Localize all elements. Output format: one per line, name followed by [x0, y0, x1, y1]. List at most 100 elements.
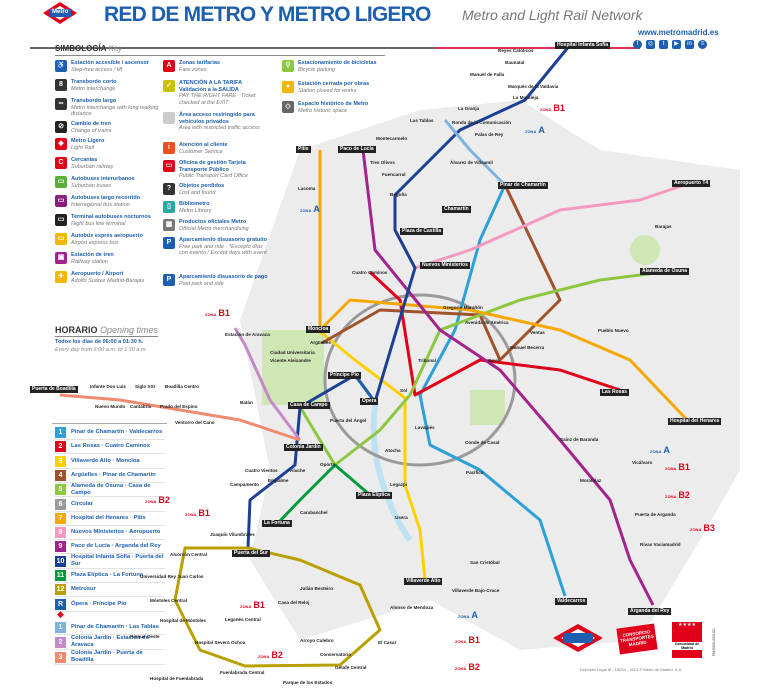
station-label[interactable]: Paco de Lucía	[338, 146, 376, 153]
facebook-icon[interactable]: f	[633, 40, 642, 49]
spotify-icon[interactable]: ≡	[698, 40, 707, 49]
station-label[interactable]: Montecarmelo	[376, 136, 408, 141]
station-label[interactable]: Atocha	[385, 448, 401, 453]
station-label[interactable]: Valdecarros	[555, 598, 588, 605]
station-label[interactable]: Avenida de América	[465, 320, 509, 325]
station-label[interactable]: Palas de Rey	[475, 132, 504, 137]
station-label[interactable]: Batán	[240, 400, 253, 405]
station-label[interactable]: Casa de Campo	[288, 402, 330, 409]
station-label[interactable]: Pueblo Nuevo	[598, 328, 629, 333]
station-label[interactable]: Alonso de Mendoza	[390, 605, 434, 610]
station-label[interactable]: Moratalaz	[580, 478, 602, 483]
station-label[interactable]: Argüelles	[310, 340, 331, 345]
station-label[interactable]: Empalme	[268, 478, 289, 483]
station-label[interactable]: Goya	[488, 358, 500, 363]
station-label[interactable]: Puerta del Ángel	[330, 418, 367, 423]
station-label[interactable]: Plaza de Castilla	[400, 228, 444, 235]
station-label[interactable]: La Fortuna	[262, 520, 292, 527]
station-label[interactable]: Vicente Aleixandre	[270, 358, 311, 363]
station-label[interactable]: Prado del Espino	[160, 404, 198, 409]
station-label[interactable]: Estación de Aravaca	[225, 332, 270, 337]
station-label[interactable]: Pacífico	[466, 470, 484, 475]
station-label[interactable]: Lacoma	[298, 186, 316, 191]
station-label[interactable]: Manuel de Falla	[470, 72, 505, 77]
station-label[interactable]: Pitis	[296, 146, 311, 153]
instagram-icon[interactable]: ◎	[646, 40, 655, 49]
station-label[interactable]: Ópera	[360, 398, 379, 405]
station-label[interactable]: La Granja	[458, 106, 480, 111]
station-label[interactable]: Marqués de la Valdavia	[508, 84, 559, 89]
station-label[interactable]: Reyes Católicos	[498, 48, 534, 53]
station-label[interactable]: Pinar de Chamartín	[498, 182, 548, 189]
station-label[interactable]: Hospital del Henares	[668, 418, 722, 425]
station-label[interactable]: La Moraleja	[513, 95, 539, 100]
station-label[interactable]: Carabanchel	[300, 510, 328, 515]
station-label[interactable]: Begoña	[390, 192, 407, 197]
station-label[interactable]: Tribunal	[418, 358, 436, 363]
station-label[interactable]: Lavapiés	[415, 425, 435, 430]
station-label[interactable]: Príncipe Pío	[328, 372, 361, 379]
station-label[interactable]: Ciudad Universitaria	[270, 350, 315, 355]
station-label[interactable]: Arroyo Culebro	[300, 638, 334, 643]
station-label[interactable]: Puerta de Boadilla	[30, 386, 78, 393]
station-label[interactable]: Siglo XXI	[135, 384, 155, 389]
station-label[interactable]: El Casar	[378, 640, 397, 645]
station-label[interactable]: Alcorcón Central	[170, 552, 208, 557]
station-label[interactable]: Cuatro Vientos	[245, 468, 278, 473]
station-label[interactable]: Sainz de Baranda	[560, 437, 599, 442]
station-label[interactable]: Gregorio Marañón	[443, 305, 483, 310]
twitter-icon[interactable]: t	[659, 40, 668, 49]
station-label[interactable]: Casa del Reloj	[278, 600, 310, 605]
station-label[interactable]: Leganés Central	[225, 617, 261, 622]
station-label[interactable]: Arganda del Rey	[628, 608, 672, 615]
station-label[interactable]: Barajas	[655, 224, 672, 229]
station-label[interactable]: Las Tablas	[410, 118, 434, 123]
station-label[interactable]: Baunatal	[505, 60, 525, 65]
station-label[interactable]: Rivas Vaciamadrid	[640, 542, 681, 547]
station-label[interactable]: Hospital de Móstoles	[160, 618, 206, 623]
station-label[interactable]: Móstoles Central	[150, 598, 188, 603]
website-link[interactable]: www.metromadrid.es	[638, 28, 719, 37]
station-label[interactable]: Parque de los Estados	[283, 680, 333, 685]
station-label[interactable]: Fuencarral	[382, 172, 406, 177]
station-label[interactable]: San Cristóbal	[470, 560, 500, 565]
station-label[interactable]: Sol	[400, 388, 408, 393]
station-label[interactable]: Manuel Becerra	[510, 345, 545, 350]
station-label[interactable]: Villaverde Alto	[404, 578, 443, 585]
station-label[interactable]: Tres Olivos	[370, 160, 395, 165]
station-label[interactable]: Ventorro del Cano	[175, 420, 215, 425]
station-label[interactable]: Moncloa	[306, 326, 331, 333]
station-label[interactable]: Cantabria	[130, 404, 152, 409]
station-label[interactable]: Joaquín Vilumbrales	[210, 532, 255, 537]
station-label[interactable]: Vicálvaro	[632, 460, 653, 465]
station-label[interactable]: Conservatorio	[320, 652, 352, 657]
station-label[interactable]: Colonia Jardín	[284, 444, 323, 451]
station-label[interactable]: Hospital Severo Ochoa	[195, 640, 246, 645]
station-label[interactable]: Boadilla Centro	[165, 384, 199, 389]
station-label[interactable]: Conde de Casal	[465, 440, 500, 445]
station-label[interactable]: Oporto	[320, 462, 336, 467]
station-label[interactable]: Alameda de Osuna	[640, 268, 690, 275]
station-label[interactable]: Puerta de Arganda	[635, 512, 676, 517]
station-label[interactable]: Legazpi	[390, 482, 408, 487]
station-label[interactable]: Universidad Rey Juan Carlos	[140, 574, 204, 579]
station-label[interactable]: Plaza Elíptica	[356, 492, 392, 499]
station-label[interactable]: Parque Oeste	[130, 634, 160, 639]
station-label[interactable]: Puerta del Sur	[232, 550, 270, 557]
station-label[interactable]: Ventas	[530, 330, 545, 335]
station-label[interactable]: Cuatro Caminos	[352, 270, 388, 275]
station-label[interactable]: Aluche	[290, 468, 306, 473]
station-label[interactable]: Getafe Central	[335, 665, 367, 670]
